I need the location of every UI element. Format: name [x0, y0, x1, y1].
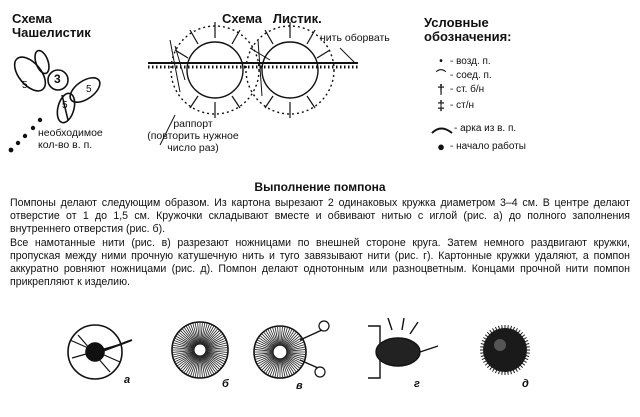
figure-b-rays — [172, 322, 228, 378]
legend-item-slip: ⌒ - соед. п. — [432, 70, 492, 81]
calyx-note-line-1: необходимое — [38, 127, 103, 139]
figure-label-b: б — [222, 378, 229, 390]
legend-item-sc: † - ст. б/н — [432, 81, 485, 97]
double-cross-icon: ‡ — [437, 97, 445, 113]
figure-d-fringe — [480, 325, 530, 375]
leaf-diagram — [148, 25, 358, 146]
legend-item-dc: ‡ - ст/н — [432, 97, 474, 113]
figure-g — [368, 317, 439, 379]
section-title: Выполнение помпона — [254, 180, 386, 194]
dot-icon: • — [439, 56, 443, 67]
legend-item-chain: • - возд. п. — [432, 56, 491, 67]
leaf-title: Схема Листик. — [222, 11, 322, 26]
legend-title-line-2: обозначения: — [424, 29, 512, 44]
figure-label-d: д — [522, 378, 529, 390]
legend-label: - начало работы — [450, 141, 526, 152]
rapport-note-line-3: число раз) — [167, 142, 219, 154]
leaf-stitch-ticks — [174, 22, 331, 118]
cut-thread-label: нить оборвать — [320, 32, 390, 44]
legend-label: - возд. п. — [450, 56, 491, 67]
legend-title-line-1: Условные — [424, 15, 489, 30]
legend-label: - ст. б/н — [450, 84, 485, 95]
paragraph-2: Все намотанные нити (рис. в) разрезают н… — [10, 236, 630, 289]
filled-dot-icon: ● — [437, 139, 445, 154]
cross-icon: † — [437, 81, 445, 97]
legend-label: - арка из в. п. — [454, 123, 517, 134]
figure-a — [67, 324, 133, 380]
figure-v-rays — [254, 326, 306, 378]
legend-item-arch: ⌒ - арка из в. п. — [432, 123, 516, 134]
rapport-note: раппорт (повторить нужное число раз) — [138, 118, 248, 154]
figure-d — [483, 328, 527, 372]
legend-item-start: ● - начало работы — [432, 139, 526, 154]
rapport-note-line-2: (повторить нужное — [147, 130, 239, 142]
instructions-text: Помпоны делают следующим образом. Из кар… — [10, 197, 630, 289]
calyx-title-line-2: Чашелистик — [12, 25, 91, 40]
calyx-diagram — [13, 49, 101, 124]
calyx-note: необходимое кол-во в. п. — [38, 127, 103, 151]
arc-small-icon: ⌒ — [436, 70, 446, 81]
arch-icon: ⌒ — [432, 123, 450, 134]
rapport-note-line-1: раппорт — [173, 118, 213, 130]
legend-label: - ст/н — [450, 100, 474, 111]
calyx-number-right: 5 — [86, 84, 92, 95]
paragraph-1: Помпоны делают следующим образом. Из кар… — [10, 197, 630, 236]
legend-arc-symbol — [431, 127, 453, 134]
legend-title: Условные обозначения: — [424, 16, 512, 44]
calyx-chain-dots — [8, 117, 43, 153]
calyx-number-bottom: 5 — [62, 100, 68, 111]
calyx-number-center: 3 — [54, 72, 61, 86]
figure-label-a: а — [124, 374, 131, 386]
calyx-title-line-1: Схема — [12, 11, 53, 26]
calyx-note-line-2: кол-во в. п. — [38, 139, 93, 151]
figure-label-v: в — [296, 380, 303, 392]
figure-label-g: г — [414, 378, 420, 390]
calyx-title: Схема Чашелистик — [12, 12, 91, 40]
calyx-number-left: 5 — [22, 80, 28, 91]
legend-label: - соед. п. — [450, 70, 492, 81]
